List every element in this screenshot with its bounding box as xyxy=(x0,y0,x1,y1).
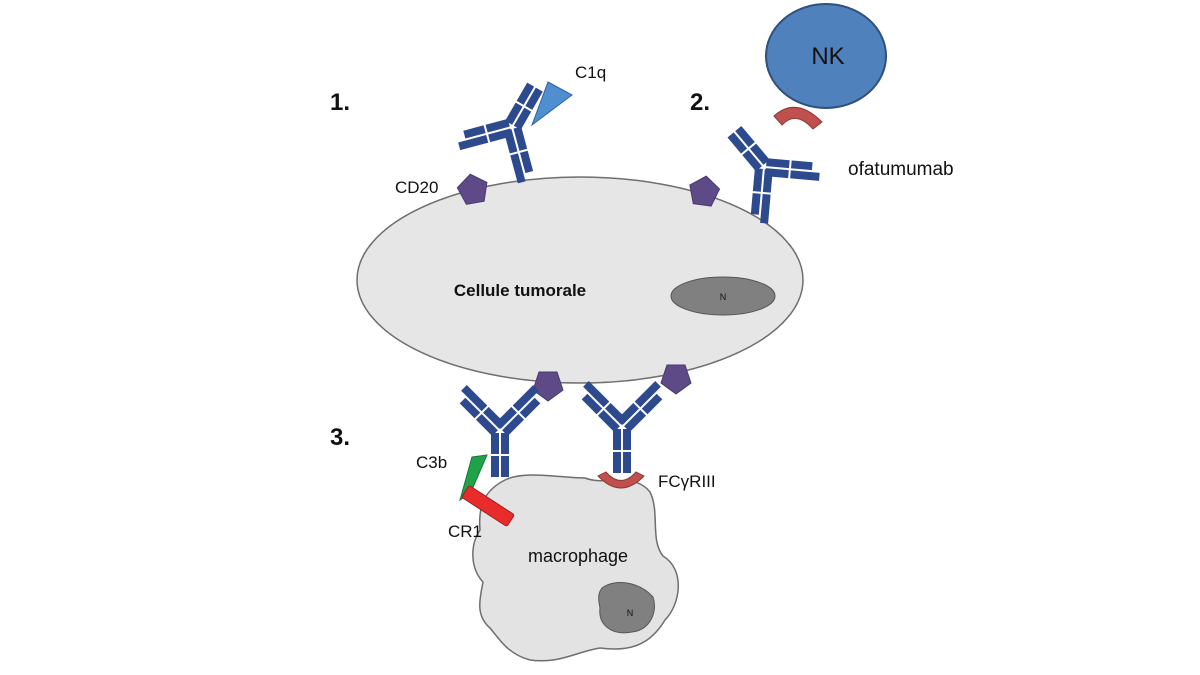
c1q-label: C1q xyxy=(575,63,606,82)
c1q-molecule xyxy=(530,81,573,127)
c3b-label: C3b xyxy=(416,453,447,472)
cr1-label: CR1 xyxy=(448,522,482,541)
macrophage-nucleus-label: N xyxy=(627,608,634,618)
macrophage-label: macrophage xyxy=(528,546,628,566)
step-3-label: 3. xyxy=(330,424,350,451)
tumor-nucleus-label: N xyxy=(720,292,727,302)
cd20-label: CD20 xyxy=(395,178,438,197)
cr1-receptor xyxy=(461,485,515,527)
antibody-step3-left xyxy=(452,383,548,478)
tumor-cell-label: Cellule tumorale xyxy=(454,281,586,300)
antibody-step3-right xyxy=(574,379,670,474)
cd20-antigen-4 xyxy=(660,364,692,395)
step-2-label: 2. xyxy=(690,89,710,116)
macrophage-nucleus xyxy=(598,581,655,634)
nk-cell xyxy=(765,3,887,109)
nk-fc-receptor xyxy=(773,106,823,130)
fcgr-label: FCγRIII xyxy=(658,472,716,491)
step-1-label: 1. xyxy=(330,89,350,116)
ofatumumab-label: ofatumumab xyxy=(848,159,954,180)
tumor-cell xyxy=(356,176,804,384)
antibody-step1 xyxy=(447,62,577,192)
nk-label: NK xyxy=(811,43,844,70)
macrophage-cell xyxy=(472,474,679,662)
cd20-antigen-3 xyxy=(532,371,564,402)
fcgr-receptor xyxy=(597,471,645,489)
tumor-nucleus xyxy=(670,276,776,316)
